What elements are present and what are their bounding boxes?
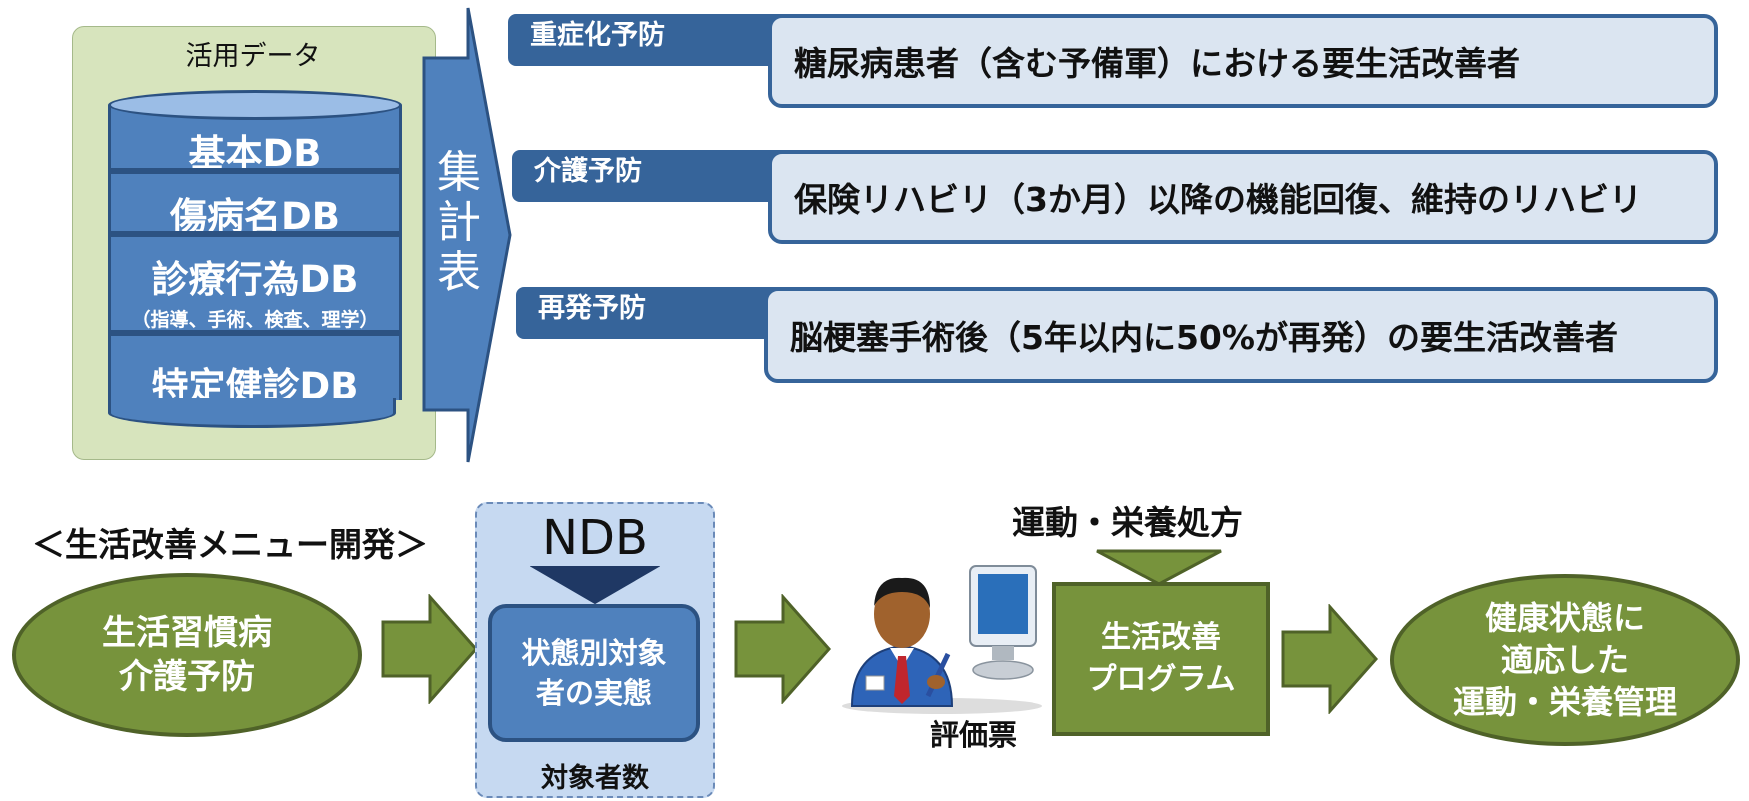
program-box: 生活改善 プログラム	[1052, 582, 1270, 736]
ndb-inner-line: 者の実態	[535, 676, 652, 710]
data-panel-title: 活用データ	[185, 41, 321, 72]
ndb-funnel-arrow	[530, 566, 660, 605]
end-ellipse-line: 運動・栄養管理	[1452, 683, 1677, 721]
menu-development-title: ＜生活改善メニュー開発＞	[32, 525, 428, 564]
prevention-label: 重症化予防	[508, 14, 800, 66]
start-ellipse: 生活習慣病 介護予防	[12, 573, 362, 737]
doctor-computer-icon	[842, 565, 1042, 714]
prevention-description-text: 糖尿病患者（含む予備軍）における要生活改善者	[794, 44, 1520, 83]
prevention-description: 脳梗塞手術後（5年以内に50%が再発）の要生活改善者	[764, 287, 1718, 383]
evaluation-label: 評価票	[930, 718, 1018, 752]
prevention-description: 糖尿病患者（含む予備軍）における要生活改善者	[768, 14, 1718, 108]
cylinder-top	[108, 90, 402, 120]
start-ellipse-line: 介護予防	[119, 657, 255, 697]
start-ellipse-line: 生活習慣病	[102, 613, 272, 653]
cylinder-bottom	[108, 398, 396, 428]
ndb-title: NDB	[542, 510, 648, 566]
prevention-description-text: 脳梗塞手術後（5年以内に50%が再発）の要生活改善者	[790, 318, 1618, 357]
db-basic-label: 基本DB	[188, 132, 322, 175]
prevention-description: 保険リハビリ（3か月）以降の機能回復、維持のリハビリ	[768, 150, 1718, 244]
program-line: プログラム	[1086, 662, 1236, 697]
aggregate-char: 表	[437, 247, 481, 298]
cylinder-separator	[108, 168, 402, 174]
cylinder-separator	[108, 231, 402, 237]
program-line: 生活改善	[1101, 620, 1221, 655]
aggregate-label: 集 計 表	[429, 148, 489, 298]
prevention-label: 再発予防	[516, 287, 800, 339]
prescription-label: 運動・栄養処方	[1012, 503, 1243, 542]
flow-arrow	[1281, 604, 1379, 714]
aggregate-char: 集	[437, 147, 481, 198]
prevention-label: 介護予防	[512, 150, 800, 202]
prevention-description-text: 保険リハビリ（3か月）以降の機能回復、維持のリハビリ	[794, 180, 1642, 219]
ndb-footer: 対象者数	[541, 763, 649, 794]
cylinder-separator	[108, 330, 402, 336]
db-procedure: 診療行為DB （指導、手術、検査、理学）	[108, 237, 402, 333]
aggregate-arrow	[422, 7, 512, 463]
aggregate-char: 計	[437, 197, 481, 248]
end-ellipse-line: 健康状態に	[1484, 599, 1645, 637]
end-ellipse: 健康状態に 適応した 運動・栄養管理	[1390, 574, 1740, 746]
end-ellipse-line: 適応した	[1500, 641, 1629, 679]
db-checkup: 特定健診DB	[108, 336, 402, 408]
flow-arrow	[734, 594, 832, 704]
db-procedure-label: 診療行為DB	[151, 258, 359, 301]
ndb-inner-line: 状態別対象	[521, 636, 667, 670]
db-disease: 傷病名DB	[108, 174, 402, 238]
prescription-arrow	[1096, 549, 1222, 586]
db-procedure-sub: （指導、手術、検査、理学）	[131, 309, 379, 331]
ndb-inner-box: 状態別対象 者の実態	[488, 604, 700, 742]
db-disease-label: 傷病名DB	[170, 195, 340, 238]
flow-arrow	[381, 594, 479, 704]
